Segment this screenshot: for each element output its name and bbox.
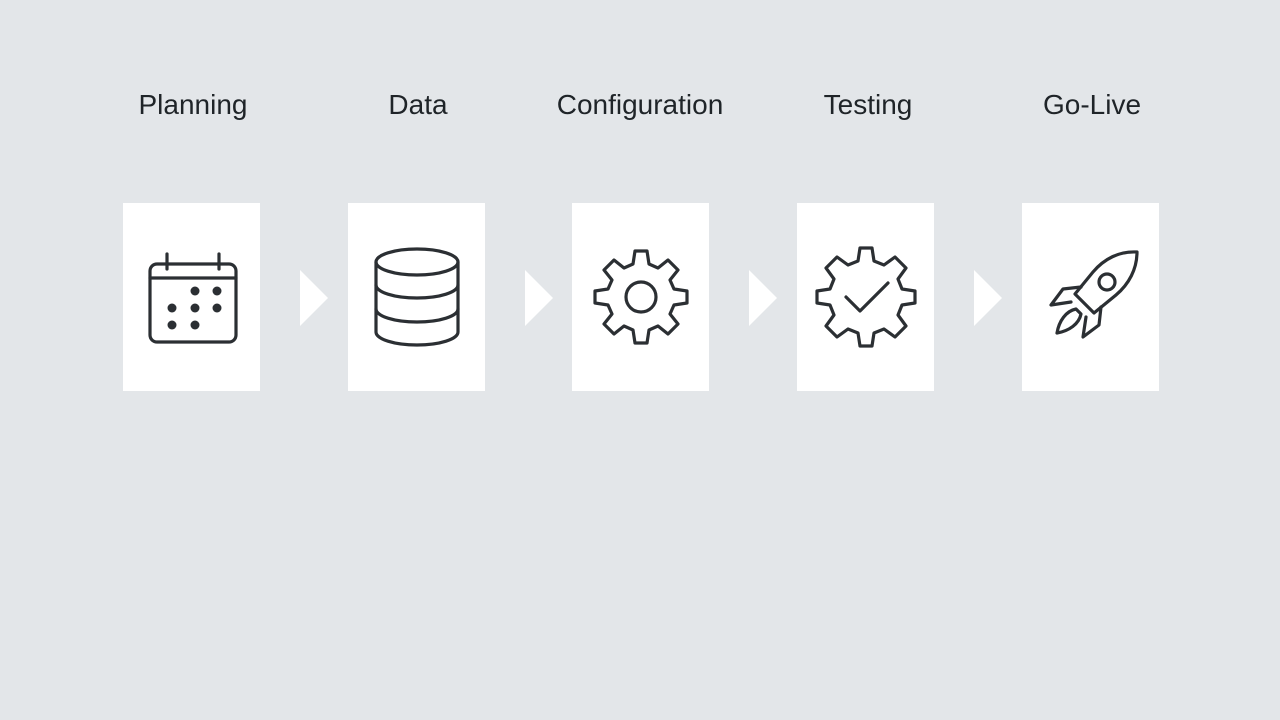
chevron-right-icon bbox=[972, 268, 1004, 328]
gear-icon bbox=[592, 249, 689, 345]
step-card-go-live bbox=[1022, 203, 1159, 391]
rocket-icon bbox=[1048, 250, 1139, 339]
calendar-icon bbox=[147, 252, 238, 344]
step-card-testing bbox=[797, 203, 934, 391]
chevron-right-icon bbox=[523, 268, 555, 328]
step-card-configuration bbox=[572, 203, 709, 391]
gear-check-icon bbox=[814, 246, 917, 348]
chevron-right-icon bbox=[747, 268, 779, 328]
step-label-planning: Planning bbox=[138, 89, 248, 120]
step-card-data bbox=[348, 203, 485, 391]
step-label-testing: Testing bbox=[823, 89, 913, 120]
chevron-right-icon bbox=[298, 268, 330, 328]
step-label-data: Data bbox=[388, 89, 448, 120]
step-card-planning bbox=[123, 203, 260, 391]
step-label-go-live: Go-Live bbox=[1042, 89, 1142, 120]
database-icon bbox=[373, 247, 460, 347]
step-label-configuration: Configuration bbox=[556, 89, 724, 120]
